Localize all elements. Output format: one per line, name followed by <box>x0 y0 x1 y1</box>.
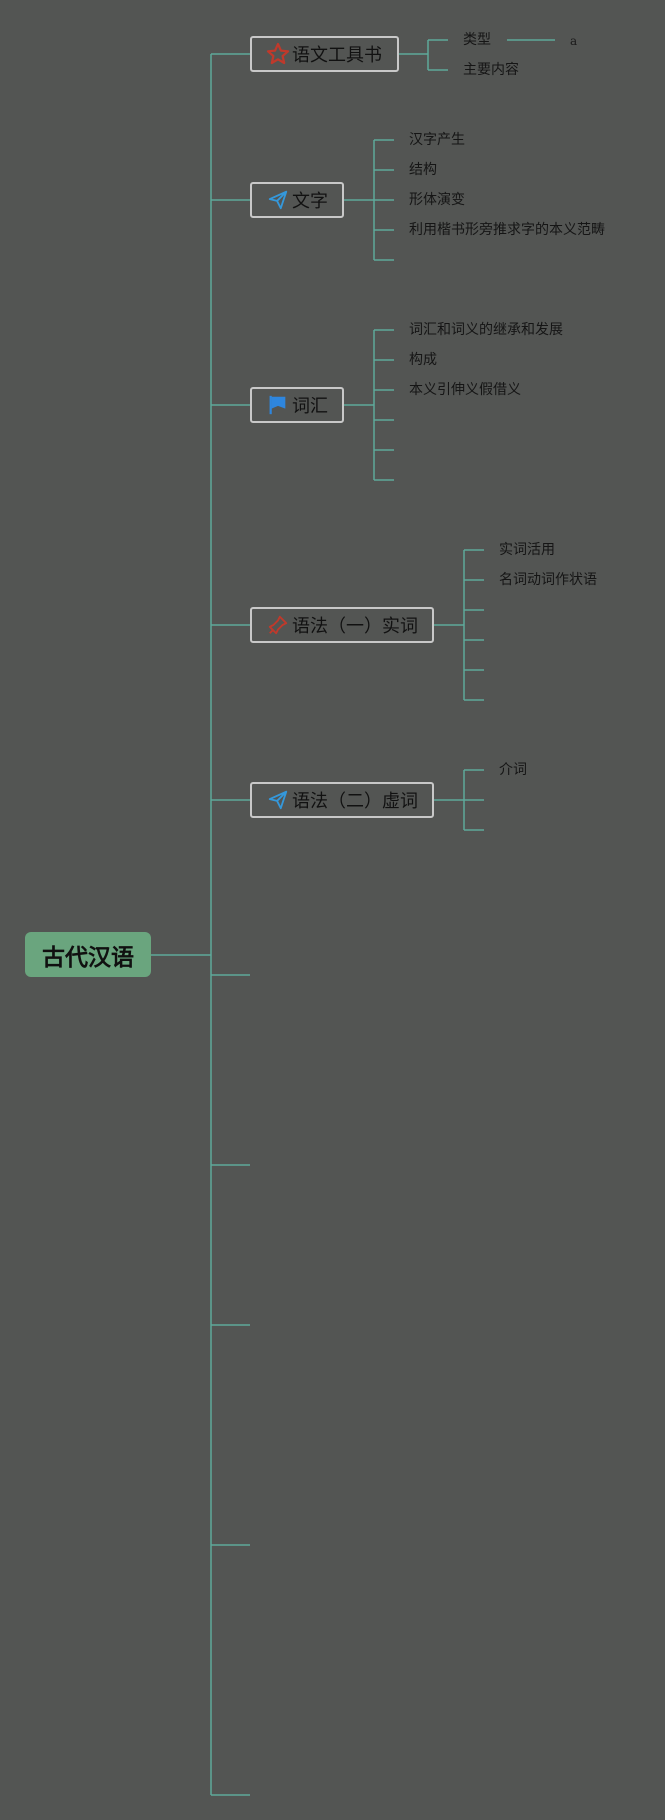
topic-node-grammar-content[interactable]: 语法（一）实词 <box>250 607 434 643</box>
topic-node-vocabulary[interactable]: 词汇 <box>250 387 344 423</box>
subtopic-structure[interactable]: 结构 <box>409 162 437 178</box>
subtopic-character-origin[interactable]: 汉字产生 <box>409 132 465 148</box>
topic-label: 词汇 <box>292 396 328 417</box>
subtopic-form-evolution[interactable]: 形体演变 <box>409 192 465 208</box>
subtopic-vocab-inheritance[interactable]: 词汇和词义的继承和发展 <box>409 322 563 338</box>
subtopic-radical-meaning[interactable]: 利用楷书形旁推求字的本义范畴 <box>409 222 605 238</box>
subtopic-composition[interactable]: 构成 <box>409 352 437 368</box>
paper-plane-icon <box>266 188 290 212</box>
topic-label: 文字 <box>292 191 328 212</box>
subtopic-preposition[interactable]: 介词 <box>499 762 527 778</box>
subtopic-main-content[interactable]: 主要内容 <box>463 62 519 78</box>
root-label: 古代汉语 <box>42 944 134 971</box>
pin-icon <box>266 613 290 637</box>
topic-label: 语法（二）虚词 <box>292 791 418 812</box>
star-icon <box>266 42 290 66</box>
topic-label: 语法（一）实词 <box>292 616 418 637</box>
root-node[interactable]: 古代汉语 <box>25 932 151 977</box>
subtopic-noun-verb-adverbial[interactable]: 名词动词作状语 <box>499 572 597 588</box>
paper-plane-icon <box>266 788 290 812</box>
topic-label: 语文工具书 <box>292 45 382 66</box>
flag-icon <box>266 393 290 417</box>
subtopic-content-word-flex[interactable]: 实词活用 <box>499 542 555 558</box>
topic-node-tools[interactable]: 语文工具书 <box>250 36 399 72</box>
topic-node-grammar-function[interactable]: 语法（二）虚词 <box>250 782 434 818</box>
topic-node-script[interactable]: 文字 <box>250 182 344 218</box>
subtopic-type[interactable]: 类型 <box>463 32 491 48</box>
subtopic-meaning-types[interactable]: 本义引伸义假借义 <box>409 382 521 398</box>
subtopic-a[interactable]: a <box>570 34 578 48</box>
